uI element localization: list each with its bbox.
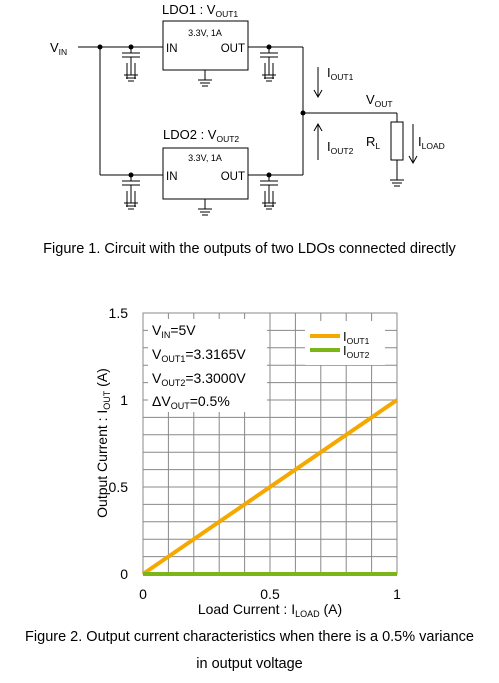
iout2-label: IOUT2 (327, 139, 354, 156)
y-tick-label: 0.5 (109, 479, 129, 495)
condition-delta-vout: ΔVOUT=0.5% (152, 393, 230, 411)
iload-arrow-icon (408, 124, 418, 165)
figure2-caption-line2: in output voltage (196, 656, 303, 672)
ldo2-ground-icon (197, 198, 213, 216)
ldo2-out-pin: OUT (221, 171, 245, 183)
load-resistor (390, 121, 404, 161)
figure1-caption: Figure 1. Circuit with the outputs of tw… (43, 241, 456, 257)
legend-box (305, 321, 385, 365)
condition-vout1: VOUT1=3.3165V (152, 346, 246, 364)
circuit-diagram: 3.3V, 1A IN OUT LDO1 : VOUT1 3.3V, 1A IN… (50, 2, 445, 216)
condition-vout2: VOUT2=3.3000V (152, 370, 246, 388)
load-ground-icon (389, 169, 405, 187)
ldo1-title: LDO1 : VOUT1 (162, 2, 238, 19)
iload-label: ILOAD (418, 134, 445, 151)
ldo1-ground-icon (197, 69, 213, 87)
iout1-arrow-icon (313, 67, 323, 99)
x-tick-label: 0.5 (260, 586, 280, 602)
iout1-label: IOUT1 (327, 65, 354, 82)
figure2-caption-line1: Figure 2. Output current characteristics… (25, 629, 474, 645)
rl-label: RL (366, 134, 380, 151)
legend-label-iout1: IOUT1 (343, 329, 370, 346)
y-tick-labels: 0 0.5 1 1.5 (109, 305, 129, 582)
iout2-arrow-icon (313, 122, 323, 160)
x-tick-label: 1 (393, 586, 401, 602)
legend-label-iout2: IOUT2 (343, 343, 370, 360)
x-axis-title: Load Current : ILOAD (A) (198, 601, 342, 619)
conditions-box (148, 319, 267, 412)
ldo2-box (162, 147, 249, 200)
ldo1-box (162, 20, 249, 71)
ldo1-rating: 3.3V, 1A (188, 28, 222, 38)
ldo1-in-pin: IN (166, 43, 178, 55)
y-tick-label: 0 (120, 566, 128, 582)
ldo2-rating: 3.3V, 1A (188, 153, 222, 163)
series-line-iout1 (141, 398, 399, 576)
y-tick-label: 1.5 (109, 305, 129, 321)
y-axis-title: Output Current : IOUT (A) (94, 368, 112, 518)
vout-label: VOUT (366, 92, 393, 109)
y-tick-label: 1 (120, 392, 128, 408)
ldo2-title: LDO2 : VOUT2 (163, 127, 239, 144)
condition-vin: VIN=5V (152, 322, 196, 340)
ldo2-in-pin: IN (166, 171, 178, 183)
vin-label: VIN (50, 40, 67, 57)
ldo1-out-pin: OUT (221, 43, 245, 55)
chart-series (141, 398, 399, 576)
x-tick-label: 0 (139, 586, 147, 602)
